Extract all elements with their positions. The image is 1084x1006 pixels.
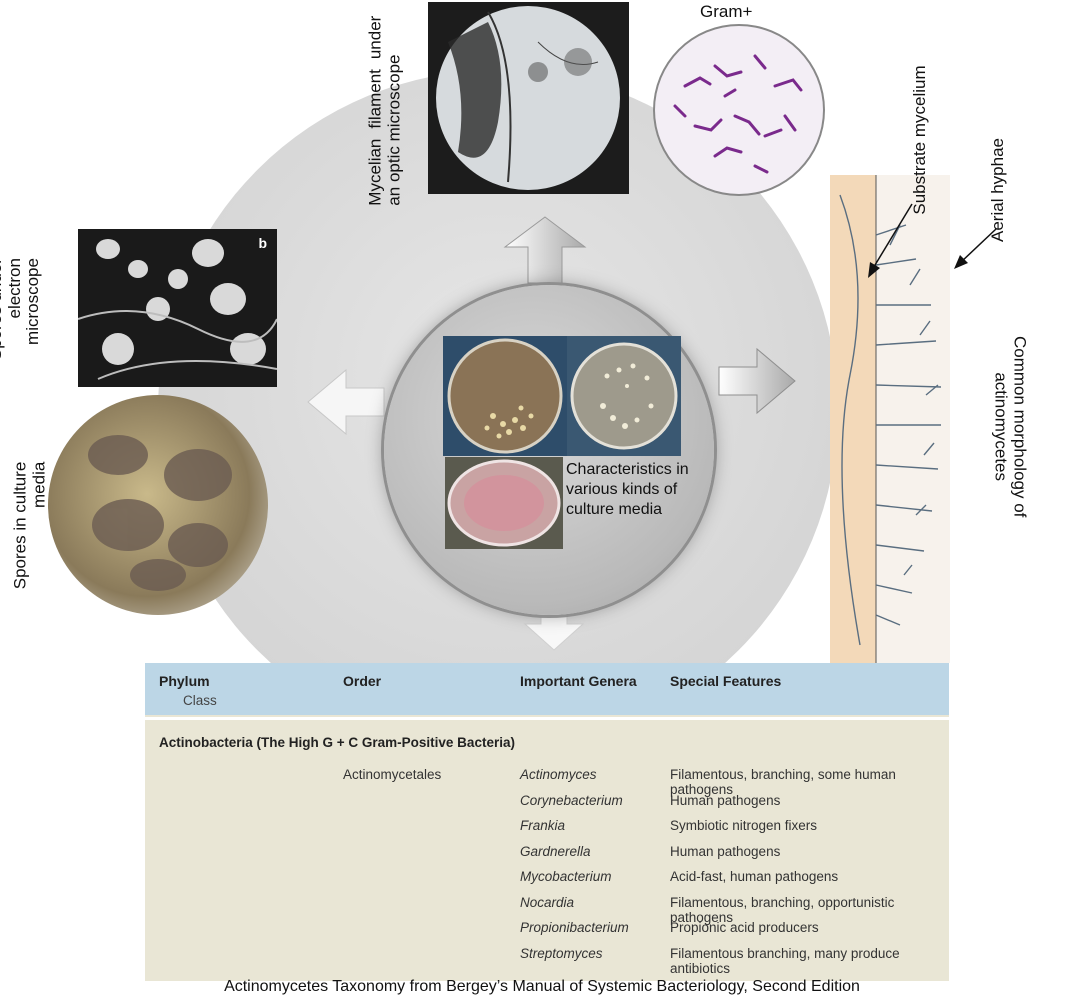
gram-stain-photo bbox=[655, 26, 823, 194]
feature-cell: Filamentous, branching, some human patho… bbox=[670, 767, 896, 797]
substrate-pointer-arrow bbox=[868, 203, 913, 278]
genus-cell: Mycobacterium bbox=[520, 869, 612, 884]
feature-cell: Propionic acid producers bbox=[670, 920, 819, 935]
spores-culture-label: Spores in culture media bbox=[10, 461, 48, 590]
aerial-pointer-arrow bbox=[954, 228, 997, 269]
culture-media-spores-photo bbox=[48, 395, 268, 615]
common-morphology-label: Common morphology of actinomycetes bbox=[992, 335, 1030, 518]
feature-cell: Acid-fast, human pathogens bbox=[670, 869, 839, 884]
genus-cell: Frankia bbox=[520, 818, 566, 833]
feature-cell: Human pathogens bbox=[670, 843, 781, 859]
culture-plate-photo-2 bbox=[567, 336, 681, 456]
table-divider bbox=[145, 717, 949, 720]
characteristics-label: Characteristics in various kinds of cult… bbox=[566, 461, 689, 518]
genus-cell: Streptomyces bbox=[520, 945, 603, 961]
em-panel-letter: b bbox=[258, 235, 267, 251]
genus-cell: Propionibacterium bbox=[520, 920, 629, 935]
genus-cell: Nocardia bbox=[520, 894, 575, 910]
taxonomy-table: Phylum Class Order Important Genera Spec… bbox=[145, 663, 949, 981]
feature-cell: Filamentous branching, many produce anti… bbox=[670, 945, 900, 976]
feature-cell: Symbiotic nitrogen fixers bbox=[670, 818, 818, 833]
genus-cell: Corynebacterium bbox=[520, 792, 623, 808]
header-phylum: Phylum bbox=[159, 673, 210, 689]
arrow-up bbox=[503, 216, 587, 284]
order-cell: Actinomycetales bbox=[343, 767, 442, 782]
culture-plate-photo-3 bbox=[445, 457, 563, 549]
header-order: Order bbox=[343, 673, 382, 689]
mycelial-filament-photo bbox=[428, 2, 629, 194]
genus-cell: Gardnerella bbox=[520, 843, 591, 859]
header-genera: Important Genera bbox=[520, 673, 637, 689]
phylum-row: Actinobacteria (The High G + C Gram-Posi… bbox=[159, 735, 515, 750]
electron-microscope-photo: b bbox=[78, 229, 277, 387]
header-class: Class bbox=[183, 693, 217, 708]
table-header: Phylum Class Order Important Genera Spec… bbox=[145, 663, 949, 715]
genus-cell: Actinomyces bbox=[520, 767, 597, 782]
arrow-left bbox=[307, 368, 385, 436]
gram-label: Gram+ bbox=[700, 2, 753, 21]
feature-cell: Human pathogens bbox=[670, 792, 781, 808]
morphology-illustration bbox=[830, 175, 950, 663]
spores-electron-label: Spores under electron microscope bbox=[0, 258, 43, 361]
mycelian-filament-label: Mycelian filament under an optic microsc… bbox=[365, 15, 403, 206]
culture-plate-photo-1 bbox=[443, 336, 567, 456]
feature-cell: Filamentous, branching, opportunistic pa… bbox=[670, 894, 895, 925]
arrow-right bbox=[718, 347, 796, 415]
header-features: Special Features bbox=[670, 673, 782, 689]
figure-caption: Actinomycetes Taxonomy from Bergey’s Man… bbox=[224, 978, 860, 995]
